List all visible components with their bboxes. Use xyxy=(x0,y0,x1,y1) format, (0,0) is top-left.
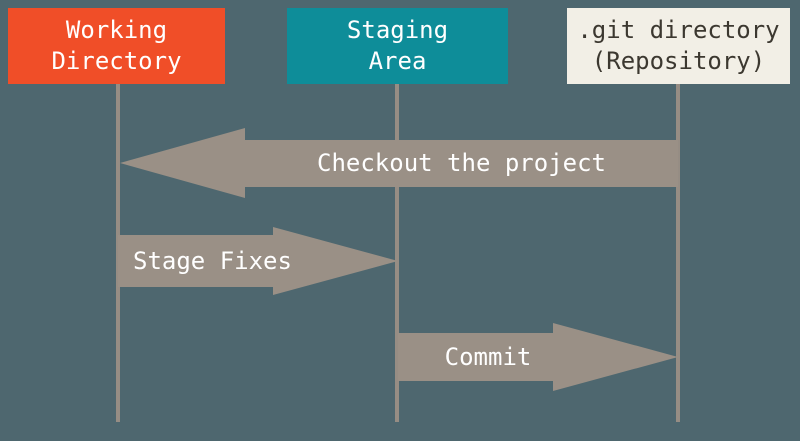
arrow-body xyxy=(398,333,553,381)
column-label-line: (Repository) xyxy=(591,47,766,75)
column-label-line: Directory xyxy=(51,47,182,75)
arrow-label: Commit xyxy=(444,343,532,371)
column-box-git-directory: .git directory (Repository) xyxy=(567,8,790,84)
column-label-line: .git directory xyxy=(577,16,780,44)
arrow-body xyxy=(118,235,273,287)
column-label-line: Area xyxy=(368,47,427,75)
arrow-checkout-the-project: Checkout the project xyxy=(120,128,678,198)
column-label-line: Working xyxy=(65,16,168,44)
arrowhead-right-icon xyxy=(553,323,678,391)
arrowhead-left-icon xyxy=(120,128,245,198)
arrow-label: Checkout the project xyxy=(317,149,606,177)
column-box-staging-area: Staging Area xyxy=(287,8,508,84)
arrowhead-right-icon xyxy=(273,227,398,295)
arrow-body xyxy=(245,140,678,187)
arrow-commit: Commit xyxy=(398,323,678,391)
column-box-working-directory: Working Directory xyxy=(8,8,225,84)
column-label-line: Staging xyxy=(346,16,449,44)
lifeline-git-directory xyxy=(676,84,680,422)
arrow-stage-fixes: Stage Fixes xyxy=(118,227,398,295)
arrow-label: Stage Fixes xyxy=(133,247,292,275)
